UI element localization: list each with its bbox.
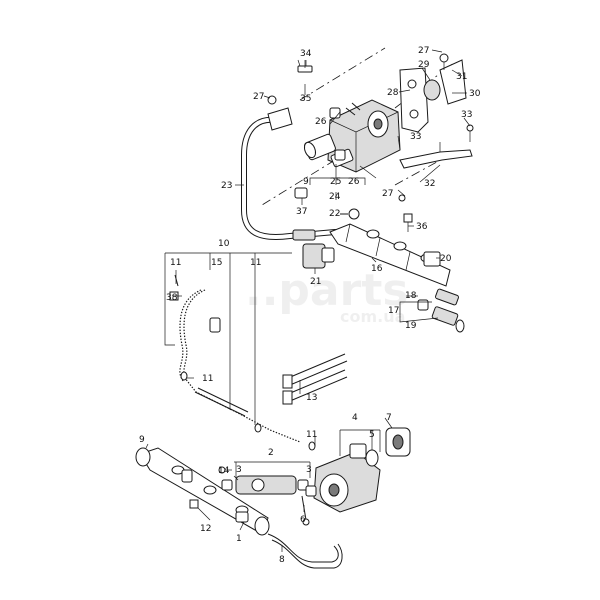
callout-17: 17 [388, 306, 399, 316]
callout-11-d: 11 [306, 430, 317, 440]
callout-22: 22 [329, 209, 340, 219]
callout-5: 5 [369, 430, 375, 440]
callout-13: 13 [306, 393, 317, 403]
callout-24: 24 [329, 192, 341, 202]
callout-10: 10 [218, 239, 230, 249]
callout-12: 12 [200, 524, 211, 534]
lower-rail-and-pump [135, 427, 411, 569]
callout-14: 14 [218, 466, 230, 476]
callout-26-right: 26 [348, 177, 360, 187]
callout-28: 28 [387, 88, 399, 98]
callout-26-left: 26 [315, 117, 327, 127]
callout-37: 37 [296, 207, 307, 217]
callout-31: 31 [456, 72, 467, 82]
callout-27-center: 27 [382, 189, 393, 199]
callout-21: 21 [310, 277, 321, 287]
callout-11-c: 11 [202, 374, 213, 384]
callout-9-top: 9 [303, 177, 309, 187]
callout-34: 34 [300, 49, 312, 59]
callout-18: 18 [405, 291, 417, 301]
callout-32: 32 [424, 179, 435, 189]
callout-2: 2 [268, 448, 274, 458]
callout-36: 36 [416, 222, 428, 232]
watermark-domain: com.ua [340, 307, 405, 326]
callout-11-a: 11 [170, 258, 181, 268]
callout-33-center: 33 [410, 132, 421, 142]
callout-27-top: 27 [418, 46, 429, 56]
callout-30: 30 [469, 89, 481, 99]
callout-16: 16 [371, 264, 383, 274]
callout-23: 23 [221, 181, 232, 191]
callout-19: 19 [405, 321, 417, 331]
callout-6: 6 [300, 515, 306, 525]
callout-9-bottom: 9 [139, 435, 145, 445]
callout-4: 4 [352, 413, 358, 423]
upper-pump-assembly [261, 47, 474, 206]
callout-29: 29 [418, 60, 430, 70]
callout-20: 20 [440, 254, 452, 264]
callout-33-right: 33 [461, 110, 472, 120]
callout-8: 8 [279, 555, 285, 565]
callout-1: 1 [236, 534, 242, 544]
callout-11-b: 11 [250, 258, 261, 268]
callout-35: 35 [300, 94, 311, 104]
callout-27-left: 27 [253, 92, 264, 102]
callout-7: 7 [386, 413, 392, 423]
callout-25: 25 [330, 177, 341, 187]
callout-38: 38 [166, 293, 178, 303]
callout-labels: 34 35 27 27 29 31 28 30 26 33 33 23 9 25… [139, 46, 481, 565]
callout-3-left: 3 [236, 465, 242, 475]
fuel-rail-assembly [302, 208, 465, 333]
watermark-brand: ..parts [245, 265, 409, 316]
callout-3-right: 3 [306, 465, 312, 475]
leader-lines [145, 49, 471, 552]
callout-15: 15 [211, 258, 222, 268]
high-pressure-line [241, 107, 338, 241]
